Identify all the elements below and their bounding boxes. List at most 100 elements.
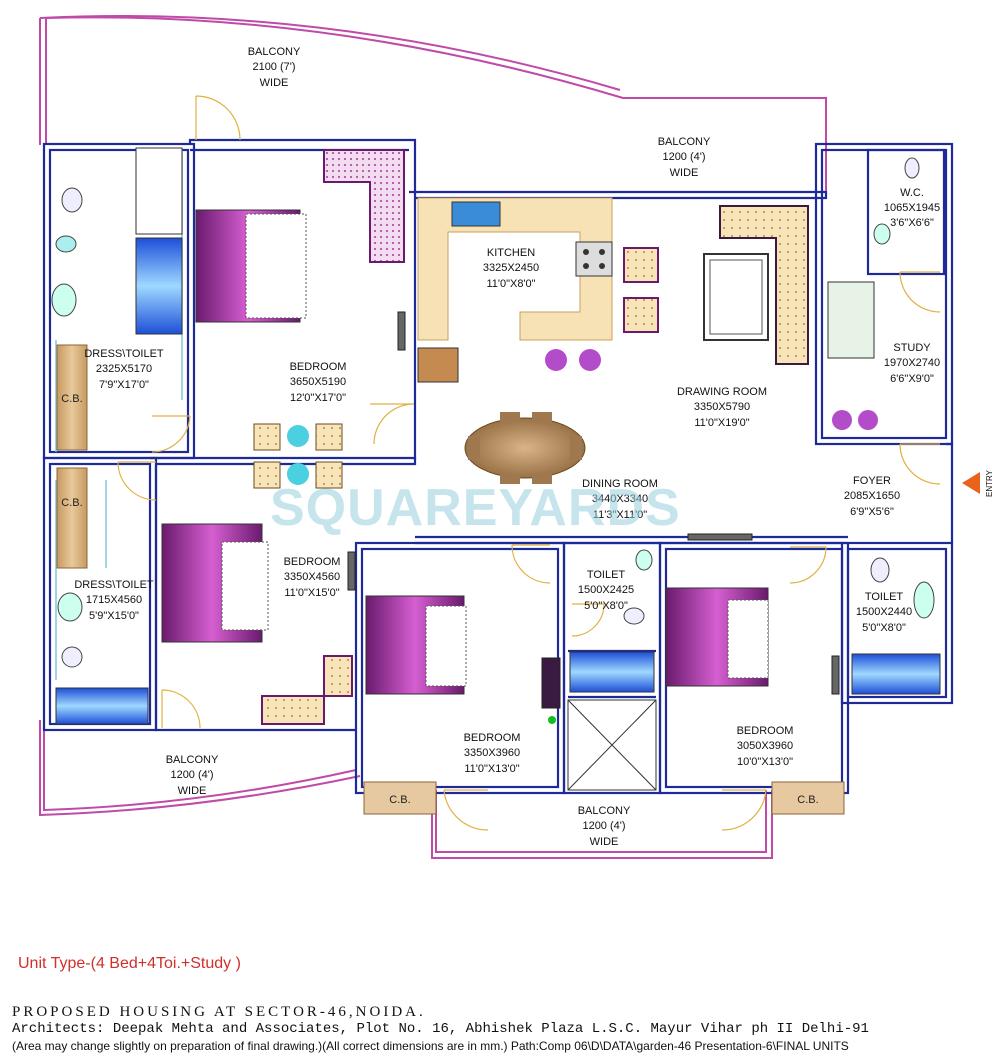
svg-text:5'9"X15'0": 5'9"X15'0" [89, 610, 139, 622]
svg-text:1715X4560: 1715X4560 [86, 594, 142, 606]
svg-text:5'0"X8'0": 5'0"X8'0" [584, 600, 628, 612]
dress-toilet-1-label: DRESS\TOILET [84, 348, 164, 360]
balcony-left-label: WIDE [178, 785, 207, 797]
drawing-room-label: 11'0"X19'0" [694, 417, 749, 429]
bedroom-4-label: BEDROOM [737, 725, 794, 737]
bedroom-master-label: 3650X5190 [290, 376, 346, 388]
bedroom-4-label: 10'0"X13'0" [737, 756, 793, 768]
wc [635, 549, 653, 571]
svg-text:2325X5170: 2325X5170 [96, 363, 152, 375]
fridge [417, 347, 459, 383]
svg-text:6'6"X9'0": 6'6"X9'0" [890, 373, 934, 385]
wc [904, 157, 920, 179]
balcony-top-label: 2100 (7') [252, 61, 295, 73]
dress-toilet-1-label: 2325X5170 [96, 363, 152, 375]
svg-text:1970X2740: 1970X2740 [884, 357, 940, 369]
wc [61, 187, 83, 213]
toilet-1-label: 5'0"X8'0" [584, 600, 628, 612]
bedroom-master-label: BEDROOM [290, 361, 347, 373]
svg-text:3350X5790: 3350X5790 [694, 401, 750, 413]
svg-text:1065X1945: 1065X1945 [884, 202, 940, 214]
balcony-mid-label: BALCONY [658, 136, 711, 148]
svg-text:11'0"X8'0": 11'0"X8'0" [486, 278, 535, 290]
svg-text:1200 (4'): 1200 (4') [582, 820, 625, 832]
architect-credit: Architects: Deepak Mehta and Associates,… [12, 1021, 869, 1037]
svg-text:11'0"X19'0": 11'0"X19'0" [694, 417, 749, 429]
svg-text:WIDE: WIDE [178, 785, 207, 797]
kitchen-label: 11'0"X8'0" [486, 278, 535, 290]
cupboard [56, 467, 88, 569]
cupboard [771, 781, 845, 815]
balcony-bottom-label: WIDE [590, 836, 619, 848]
svg-text:C.B.: C.B. [797, 794, 818, 806]
balcony-top-label: WIDE [260, 77, 289, 89]
svg-text:C.B.: C.B. [389, 794, 410, 806]
shower [135, 147, 183, 235]
bathtub [135, 237, 183, 335]
svg-text:DINING ROOM: DINING ROOM [582, 478, 658, 490]
basin [623, 607, 645, 625]
svg-text:W.C.: W.C. [900, 187, 924, 199]
svg-text:11'0"X15'0": 11'0"X15'0" [284, 587, 339, 599]
dress-toilet-1-label: 7'9"X17'0" [99, 379, 149, 391]
svg-text:KITCHEN: KITCHEN [487, 247, 535, 259]
foyer-label: 2085X1650 [844, 490, 900, 502]
balcony-top-label: BALCONY [248, 46, 301, 58]
wc [57, 592, 83, 622]
toilet-1-label: 1500X2425 [578, 584, 634, 596]
dining-table [464, 412, 586, 484]
svg-text:WIDE: WIDE [670, 167, 699, 179]
sink [451, 201, 501, 227]
toilet-1-label: TOILET [587, 569, 626, 581]
study-label: 1970X2740 [884, 357, 940, 369]
svg-text:7'9"X17'0": 7'9"X17'0" [99, 379, 149, 391]
svg-text:3650X5190: 3650X5190 [290, 376, 346, 388]
svg-text:1200 (4'): 1200 (4') [170, 769, 213, 781]
balcony-left-label: BALCONY [166, 754, 219, 766]
svg-text:2100 (7'): 2100 (7') [252, 61, 295, 73]
svg-text:11'3"X11'0": 11'3"X11'0" [593, 509, 648, 521]
svg-text:5'0"X8'0": 5'0"X8'0" [862, 622, 906, 634]
bedroom-3-label: BEDROOM [464, 732, 521, 744]
unit-type-label: Unit Type-(4 Bed+4Toi.+Study ) [18, 955, 241, 972]
svg-text:3'6"X6'6": 3'6"X6'6" [890, 217, 934, 229]
svg-text:BALCONY: BALCONY [166, 754, 219, 766]
basin [873, 223, 891, 245]
kitchen-label: KITCHEN [487, 247, 535, 259]
svg-text:STUDY: STUDY [893, 342, 931, 354]
svg-text:3440X3340: 3440X3340 [592, 493, 648, 505]
svg-text:C.B.: C.B. [61, 393, 82, 405]
svg-text:12'0"X17'0": 12'0"X17'0" [290, 392, 346, 404]
svg-text:ENTRY: ENTRY [985, 469, 994, 497]
svg-text:6'9"X5'6": 6'9"X5'6" [850, 506, 894, 518]
study-label: 6'6"X9'0" [890, 373, 934, 385]
disclaimer-note: (Area may change slightly on preparation… [12, 1039, 849, 1053]
svg-text:1500X2425: 1500X2425 [578, 584, 634, 596]
balcony-mid-label: 1200 (4') [662, 151, 705, 163]
cupboards [56, 344, 845, 815]
hob [575, 241, 613, 277]
beds [161, 209, 769, 695]
svg-text:3350X4560: 3350X4560 [284, 571, 340, 583]
svg-text:BEDROOM: BEDROOM [737, 725, 794, 737]
bedroom-4-label: 3050X3960 [737, 740, 793, 752]
doors [117, 95, 941, 831]
study-label: STUDY [893, 342, 931, 354]
svg-text:DRESS\TOILET: DRESS\TOILET [84, 348, 164, 360]
bath-fixtures [51, 147, 941, 791]
svg-text:1200 (4'): 1200 (4') [662, 151, 705, 163]
bathtub [569, 651, 655, 693]
toilet-2-label: TOILET [865, 591, 904, 603]
balcony-bottom-label: 1200 (4') [582, 820, 625, 832]
dining-room-label: 11'3"X11'0" [593, 509, 648, 521]
svg-text:WIDE: WIDE [260, 77, 289, 89]
dining-room-label: DINING ROOM [582, 478, 658, 490]
balcony-mid-label: WIDE [670, 167, 699, 179]
toilet-2-label: 1500X2440 [856, 606, 912, 618]
svg-text:10'0"X13'0": 10'0"X13'0" [737, 756, 793, 768]
bathtub [55, 687, 149, 725]
project-title: PROPOSED HOUSING AT SECTOR-46,NOIDA. [12, 1004, 426, 1020]
wc-label: W.C. [900, 187, 924, 199]
foyer-label: FOYER [853, 475, 891, 487]
